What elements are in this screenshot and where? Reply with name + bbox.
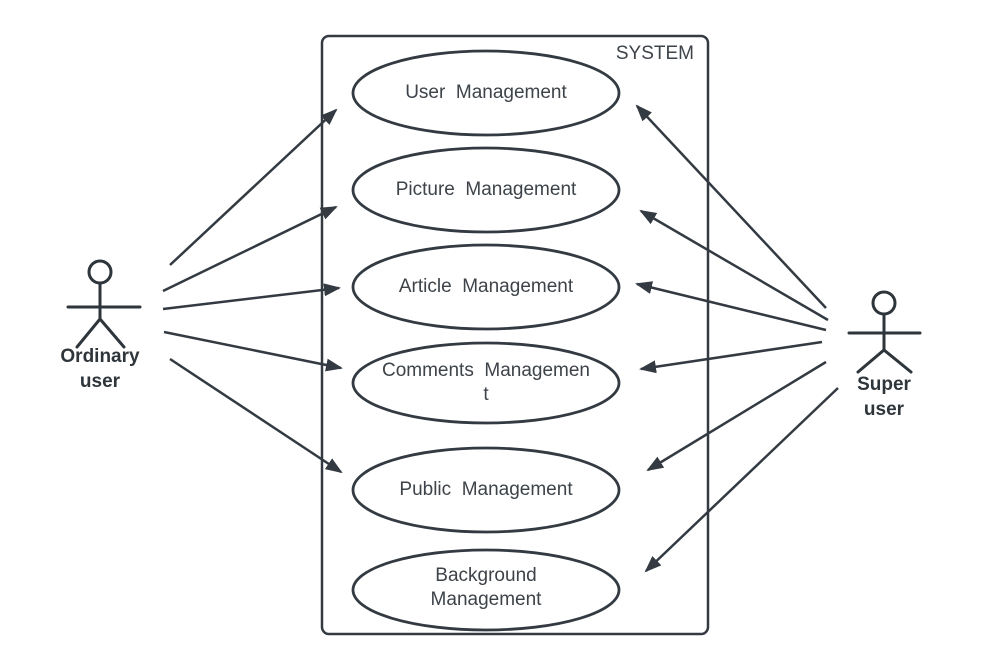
use-case-label-article-management: Article Management [398, 276, 574, 297]
use-case-ellipse-picture-management [351, 146, 621, 234]
use-case-ellipse-public-management [351, 446, 621, 534]
super-user-label: Super user [857, 374, 911, 420]
association-ordinary-user-to-user-management [169, 108, 338, 266]
ordinary-user-actor-icon [66, 259, 142, 349]
association-ordinary-user-to-picture-management [162, 205, 338, 293]
super-user-actor-icon [847, 290, 922, 374]
use-case-ellipse-article-management [351, 243, 621, 331]
use-case-ellipse-user-management [351, 49, 621, 137]
use-case-ellipse-background-management [351, 548, 621, 632]
super-user-legs [856, 348, 913, 374]
ordinary-user-legs [75, 316, 126, 349]
association-super-user-to-background-management [644, 387, 839, 573]
system-boundary-label: SYSTEM [615, 43, 694, 64]
association-super-user-to-article-management [635, 281, 827, 332]
system-boundary-box [320, 34, 710, 636]
use-case-label-comments-management: Comments Managemen t [381, 360, 591, 405]
use-case-label-picture-management: Picture Management [395, 179, 577, 200]
use-case-label-user-management: User Management [405, 82, 567, 103]
use-case-ellipse-comments-management [351, 341, 621, 425]
association-ordinary-user-to-article-management [162, 283, 341, 311]
super-user-head [871, 290, 897, 316]
association-super-user-to-user-management [635, 104, 827, 309]
use-case-label-background-management: Background Management [430, 565, 542, 610]
association-ordinary-user-to-public-management [169, 357, 343, 474]
association-ordinary-user-to-comments-management [163, 330, 343, 372]
use-case-label-public-management: Public Management [399, 479, 573, 500]
association-super-user-to-comments-management [639, 340, 823, 374]
association-super-user-to-public-management [646, 360, 827, 472]
association-super-user-to-picture-management [639, 209, 829, 322]
ordinary-user-head [87, 259, 113, 285]
ordinary-user-label: Ordinary user [60, 346, 140, 392]
